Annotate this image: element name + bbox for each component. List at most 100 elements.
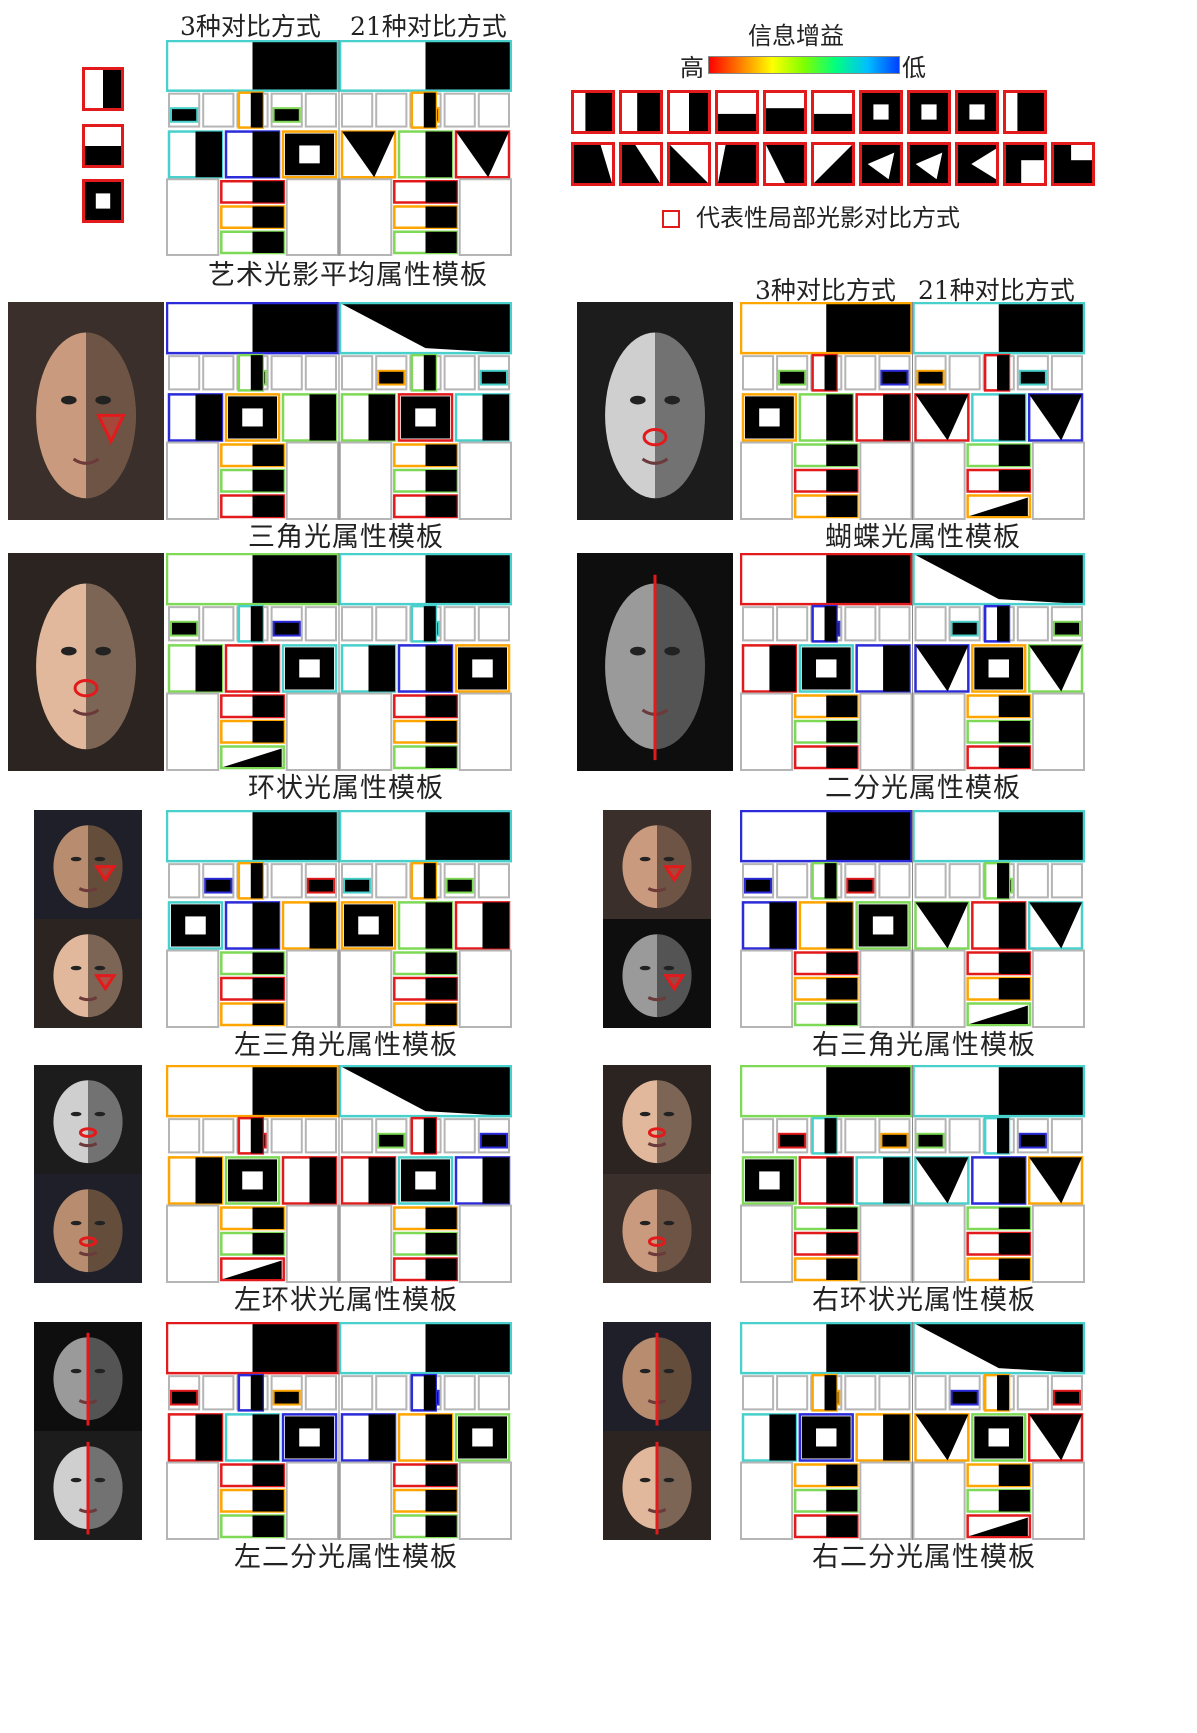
chin-dark-half bbox=[425, 470, 457, 492]
swatch-dark-region bbox=[814, 145, 852, 183]
chin-dark-half bbox=[425, 495, 457, 517]
nose-bridge-dark bbox=[997, 1375, 1009, 1411]
forehead-dark-block bbox=[425, 811, 511, 862]
red-triangle-mark bbox=[93, 865, 117, 883]
jaw-right-cell bbox=[285, 178, 339, 257]
forehead-dark-block bbox=[998, 303, 1084, 354]
left-eye bbox=[61, 646, 77, 656]
chin-dark-half bbox=[998, 721, 1030, 743]
left-eye bbox=[630, 646, 646, 656]
mouth bbox=[647, 887, 667, 893]
eye-strip-cell bbox=[202, 606, 235, 642]
swatch-dark-region bbox=[585, 93, 612, 131]
jaw-left-cell bbox=[912, 1461, 966, 1541]
forehead-highlight-frame bbox=[338, 39, 513, 92]
face-shape bbox=[53, 934, 123, 1018]
left-eye bbox=[630, 395, 646, 405]
eye-strip-cell bbox=[304, 92, 338, 128]
chin-dark-half bbox=[425, 978, 457, 1000]
forehead-dark-block bbox=[826, 1323, 912, 1374]
mouth bbox=[78, 996, 98, 1002]
forehead-dark-block bbox=[252, 41, 338, 91]
forehead-dark-block bbox=[252, 811, 338, 862]
eye-strip-cell bbox=[341, 1118, 374, 1154]
cheek-light-center bbox=[988, 659, 1009, 678]
face-photo bbox=[34, 1431, 142, 1540]
chin-dark-half bbox=[826, 721, 858, 743]
portrait-photo bbox=[34, 1174, 142, 1283]
jaw-left-cell bbox=[166, 441, 220, 521]
eye-strip-cell bbox=[375, 92, 408, 128]
cheek-light-center bbox=[299, 1428, 320, 1447]
nose-bridge-dark bbox=[423, 92, 436, 128]
right-eye bbox=[663, 856, 675, 862]
portrait-photo bbox=[34, 1431, 142, 1540]
cheek-dark-half bbox=[769, 645, 796, 692]
portrait-photo bbox=[603, 919, 711, 1028]
cheek-dark-half bbox=[425, 131, 452, 178]
face-shape bbox=[622, 825, 692, 909]
forehead-highlight-frame bbox=[912, 301, 1086, 355]
face-photo bbox=[603, 1174, 711, 1283]
cheek-dark-half bbox=[195, 645, 222, 692]
swatch-dark-region bbox=[622, 145, 660, 183]
jaw-left-cell bbox=[339, 1204, 393, 1284]
cheek-dark-half bbox=[482, 902, 509, 949]
portrait-photo bbox=[603, 810, 711, 919]
nose-bridge-dark bbox=[997, 606, 1009, 642]
right-eye bbox=[94, 1477, 106, 1483]
chin-dark-half bbox=[425, 206, 457, 228]
portrait-photo bbox=[577, 302, 733, 520]
chin-dark-half bbox=[425, 1515, 457, 1537]
jaw-right-cell bbox=[285, 949, 339, 1029]
template-grid-svg bbox=[165, 1064, 513, 1284]
eye-strip-cell bbox=[341, 355, 374, 391]
contrast-mode-swatch bbox=[763, 142, 807, 186]
eye-strip-cell bbox=[914, 1375, 947, 1411]
right-eye bbox=[664, 395, 680, 405]
forehead-dark-block bbox=[425, 554, 511, 605]
red-ellipse-mark bbox=[78, 1236, 98, 1247]
chin-dark-triangle bbox=[223, 1260, 282, 1279]
jaw-left-cell bbox=[740, 949, 794, 1029]
cheek-light-center bbox=[358, 916, 379, 935]
chin-dark-half bbox=[252, 1464, 284, 1487]
chin-dark-half bbox=[998, 1490, 1030, 1512]
eye-strip-cell bbox=[742, 1118, 775, 1154]
chin-dark-half bbox=[425, 695, 457, 718]
eye-strip-dark-block bbox=[846, 877, 875, 894]
template-caption: 右二分光属性模板 bbox=[812, 1542, 1036, 1573]
right-eye bbox=[94, 856, 106, 862]
cheek-dark-half bbox=[252, 645, 279, 692]
contrast-mode-swatch bbox=[955, 142, 999, 186]
face-photo bbox=[603, 919, 711, 1028]
chin-dark-half bbox=[425, 721, 457, 743]
forehead-highlight-frame bbox=[912, 1321, 1086, 1375]
template-grid-svg bbox=[739, 301, 1086, 521]
portrait-photo bbox=[603, 1431, 711, 1540]
eye-strip-cell bbox=[443, 1375, 476, 1411]
left-eye bbox=[70, 1368, 82, 1374]
chin-dark-half bbox=[826, 1490, 858, 1512]
template-grid-svg bbox=[165, 552, 513, 772]
contrast-mode-swatch bbox=[907, 90, 951, 134]
red-triangle-mark bbox=[662, 865, 686, 883]
chin-dark-half bbox=[998, 444, 1030, 467]
chin-dark-half bbox=[425, 1003, 457, 1025]
chin-dark-half bbox=[425, 231, 457, 253]
face-shape bbox=[53, 825, 123, 909]
chin-dark-half bbox=[826, 470, 858, 492]
red-ellipse-mark bbox=[647, 1127, 667, 1138]
eye-strip-cell bbox=[1016, 606, 1049, 642]
forehead-highlight-frame bbox=[912, 552, 1086, 606]
red-ellipse-mark bbox=[647, 1236, 667, 1247]
jaw-left-cell bbox=[740, 692, 794, 772]
jaw-left-cell bbox=[339, 441, 393, 521]
swatch-dark-region bbox=[1017, 93, 1044, 131]
eye-strip-dark-block bbox=[1052, 620, 1081, 637]
face-shadow bbox=[88, 1189, 123, 1273]
attribute-template-grid bbox=[165, 301, 513, 521]
jaw-right-cell bbox=[1031, 441, 1086, 521]
nose-bridge-dark bbox=[824, 1118, 837, 1154]
cheek-light-center bbox=[988, 1428, 1009, 1447]
